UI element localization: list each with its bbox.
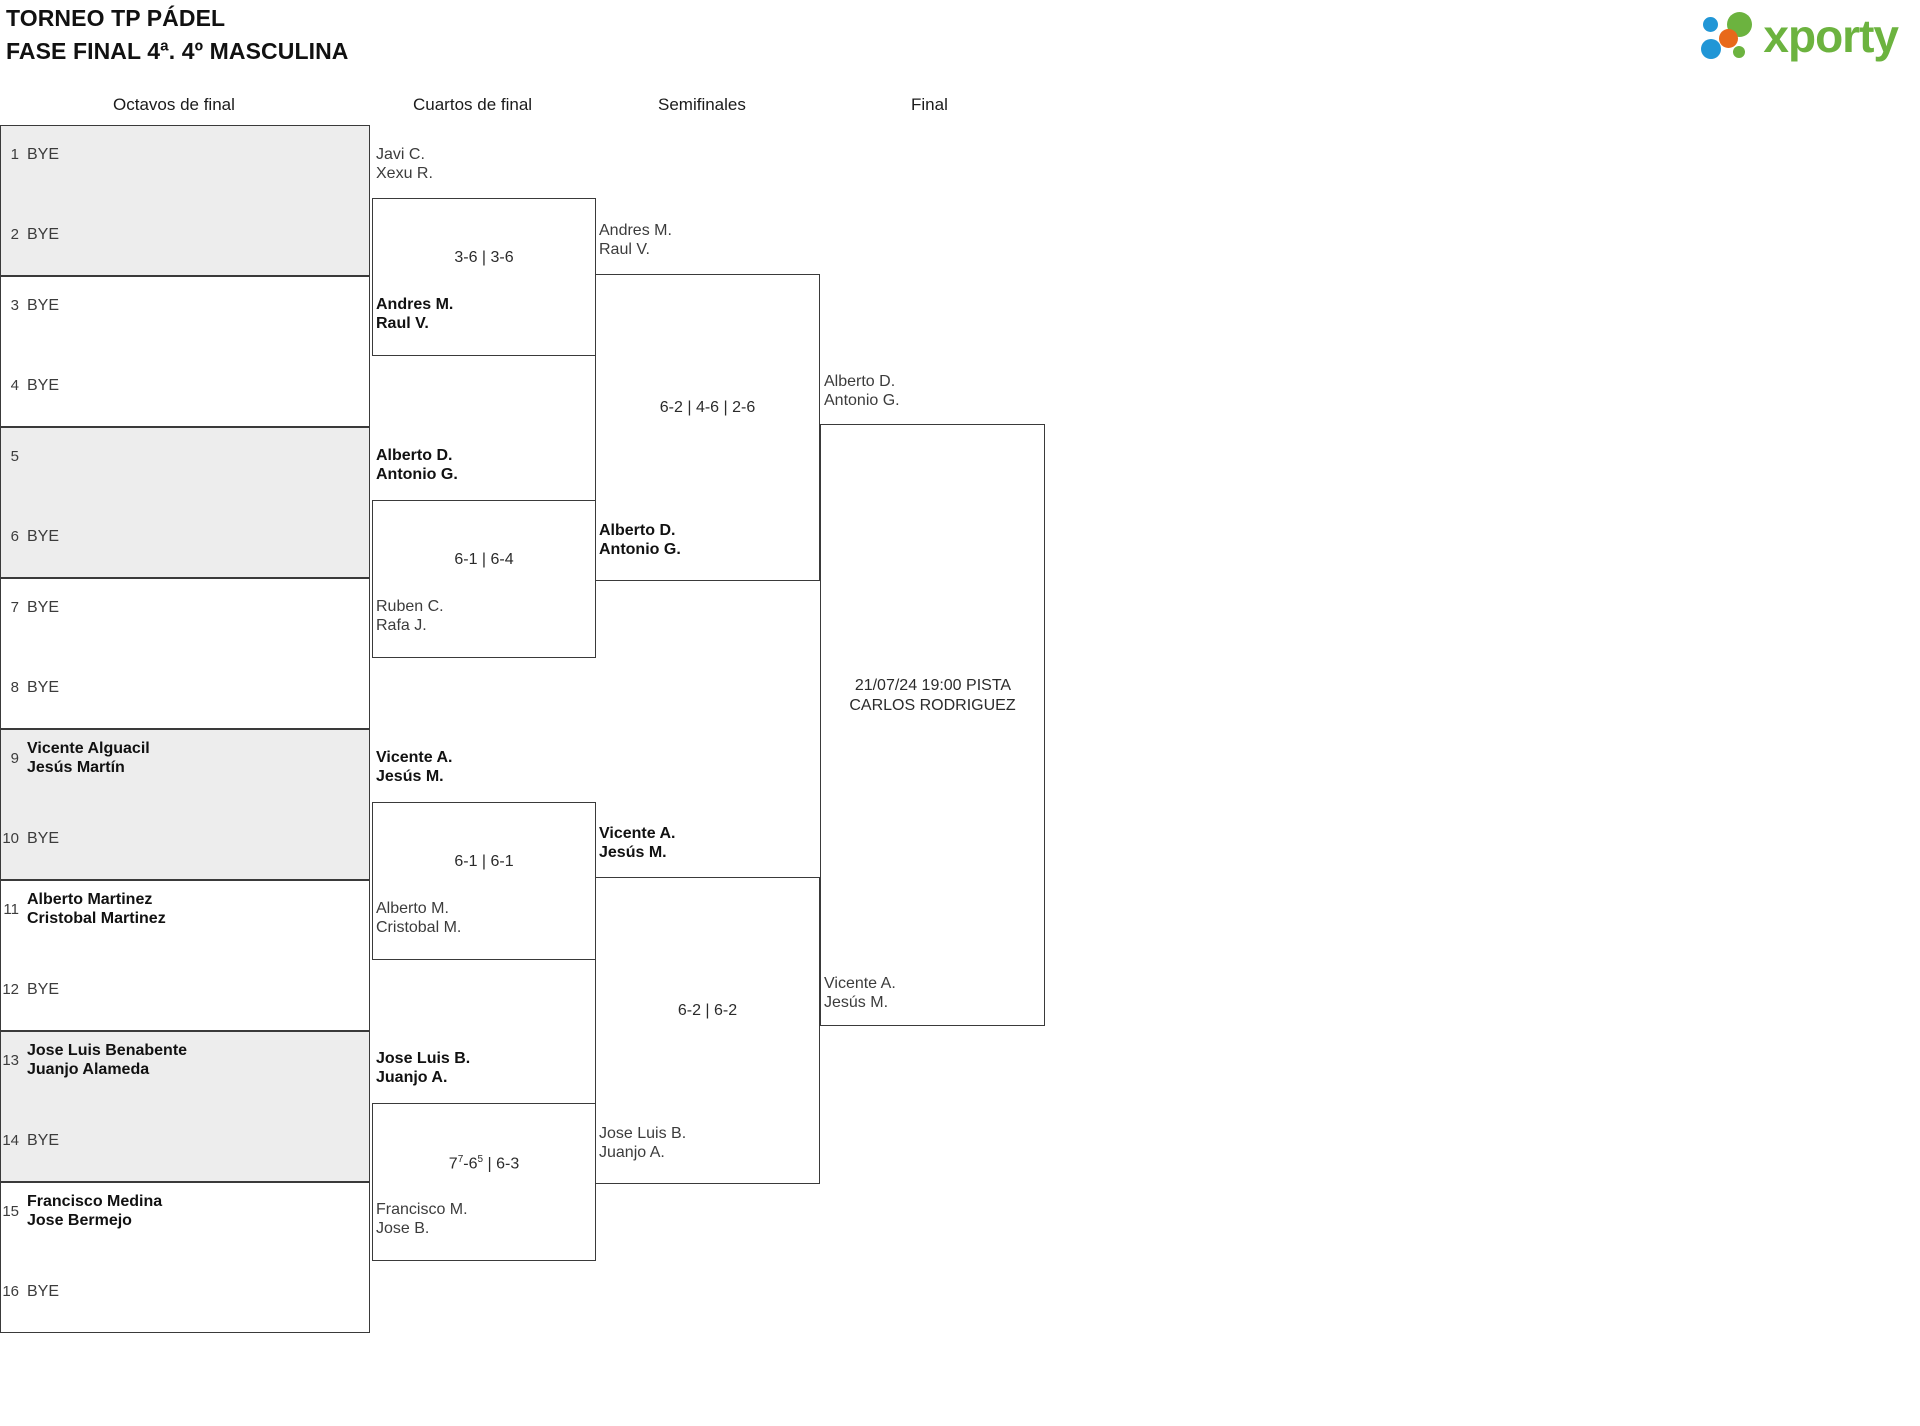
qf-entrant-top[interactable]: Jose Luis B. Juanjo A. (376, 1050, 471, 1086)
qf-entrant-bottom[interactable]: Ruben C. Rafa J. (376, 598, 444, 634)
seed-number: 13 (2, 1051, 19, 1069)
logo-dot-orange-icon (1719, 29, 1739, 48)
seed-number: 6 (10, 527, 19, 545)
final-entrant-top[interactable]: Alberto D. Antonio G. (824, 373, 900, 409)
qf-entrant-bottom[interactable]: Francisco M. Jose B. (376, 1201, 468, 1237)
seed-pair-box[interactable]: 3 BYE 4 BYE (0, 276, 370, 427)
seed-entry[interactable]: 5 (1, 436, 369, 476)
seed-pair-box[interactable]: 13 Jose Luis Benabente Juanjo Alameda 14… (0, 1031, 370, 1182)
final-entrant-bottom[interactable]: Vicente A. Jesús M. (824, 975, 896, 1011)
seed-names: Vicente Alguacil Jesús Martín (27, 740, 150, 776)
sf-entrant-top[interactable]: Andres M. Raul V. (599, 222, 672, 258)
round-header-octavos: Octavos de final (113, 95, 235, 114)
seed-number: 16 (2, 1282, 19, 1300)
qf-score: 3-6 | 3-6 (454, 249, 514, 266)
seed-names: BYE (27, 678, 60, 696)
seed-names: BYE (27, 980, 60, 998)
seed-entry[interactable]: 16 BYE (1, 1271, 369, 1311)
seed-entry[interactable]: 1 BYE (1, 134, 369, 174)
xporty-logo: xporty (1701, 8, 1899, 64)
seed-number: 1 (10, 145, 19, 163)
seed-number: 7 (10, 598, 19, 616)
final-venue: 21/07/24 19:00 PISTA CARLOS RODRIGUEZ (849, 677, 1016, 714)
seed-names: BYE (27, 296, 60, 314)
logo-dot-blue-bottom-icon (1701, 39, 1722, 59)
seed-pair-box[interactable]: 1 BYE 2 BYE (0, 125, 370, 276)
tournament-name: TORNEO TP PÁDEL (6, 5, 226, 31)
round-header-semifinales: Semifinales (658, 95, 746, 114)
sf-match-box[interactable]: 6-2 | 6-2 (595, 877, 820, 1184)
seed-names: BYE (27, 598, 60, 616)
seed-number: 2 (10, 225, 19, 243)
qf-entrant-top[interactable]: Javi C. Xexu R. (376, 146, 433, 182)
seed-pair-box[interactable]: 5 6 BYE (0, 427, 370, 578)
seed-number: 9 (10, 749, 19, 767)
tournament-category: FASE FINAL 4ª. 4º MASCULINA (6, 38, 349, 64)
seed-entry[interactable]: 13 Jose Luis Benabente Juanjo Alameda (1, 1040, 369, 1080)
page-title: TORNEO TP PÁDEL FASE FINAL 4ª. 4º MASCUL… (6, 2, 349, 68)
seed-entry[interactable]: 2 BYE (1, 214, 369, 254)
logo-dots-icon (1701, 10, 1757, 62)
seed-number: 12 (2, 980, 19, 998)
seed-number: 3 (10, 296, 19, 314)
sf-entrant-bottom[interactable]: Jose Luis B. Juanjo A. (599, 1125, 687, 1161)
seed-number: 5 (10, 447, 19, 465)
seed-names: Jose Luis Benabente Juanjo Alameda (27, 1042, 188, 1078)
seed-entry[interactable]: 9 Vicente Alguacil Jesús Martín (1, 738, 369, 778)
seed-pair-box[interactable]: 15 Francisco Medina Jose Bermejo 16 BYE (0, 1182, 370, 1333)
round-header-cuartos: Cuartos de final (413, 95, 533, 114)
final-match-box[interactable]: 21/07/24 19:00 PISTA CARLOS RODRIGUEZ (820, 424, 1045, 1026)
qf-entrant-top[interactable]: Alberto D. Antonio G. (376, 447, 458, 483)
seed-names: BYE (27, 225, 60, 243)
seed-names: BYE (27, 1131, 60, 1149)
logo-wordmark: xporty (1763, 10, 1899, 62)
seed-number: 15 (2, 1202, 19, 1220)
seed-pair-box[interactable]: 11 Alberto Martinez Cristobal Martinez 1… (0, 880, 370, 1031)
seed-entry[interactable]: 14 BYE (1, 1120, 369, 1160)
seed-pair-box[interactable]: 9 Vicente Alguacil Jesús Martín 10 BYE (0, 729, 370, 880)
seed-entry[interactable]: 8 BYE (1, 667, 369, 707)
sf-entrant-bottom[interactable]: Alberto D. Antonio G. (599, 522, 681, 558)
seed-number: 10 (2, 829, 19, 847)
qf-entrant-bottom[interactable]: Alberto M. Cristobal M. (376, 900, 462, 936)
seed-number: 14 (2, 1131, 19, 1149)
qf-score: 77-65 | 6-3 (448, 1154, 520, 1173)
seed-names: BYE (27, 1282, 60, 1300)
seed-names: Alberto Martinez Cristobal Martinez (27, 891, 166, 927)
seed-pair-box[interactable]: 7 BYE 8 BYE (0, 578, 370, 729)
seed-names: BYE (27, 376, 60, 394)
seed-entry[interactable]: 10 BYE (1, 818, 369, 858)
qf-score: 6-1 | 6-1 (454, 853, 514, 870)
seed-number: 11 (3, 900, 19, 918)
seed-number: 8 (10, 678, 19, 696)
logo-dot-green-small-icon (1733, 46, 1746, 58)
seed-entry[interactable]: 6 BYE (1, 516, 369, 556)
round-header-final: Final (911, 95, 948, 114)
seed-entry[interactable]: 3 BYE (1, 285, 369, 325)
sf-match-box[interactable]: 6-2 | 4-6 | 2-6 (595, 274, 820, 581)
seed-entry[interactable]: 15 Francisco Medina Jose Bermejo (1, 1191, 369, 1231)
seed-number: 4 (10, 376, 19, 394)
sf-entrant-top[interactable]: Vicente A. Jesús M. (599, 825, 676, 861)
seed-names: BYE (27, 829, 60, 847)
seed-entry[interactable]: 11 Alberto Martinez Cristobal Martinez (1, 889, 369, 929)
qf-score: 6-1 | 6-4 (454, 551, 514, 568)
qf-entrant-top[interactable]: Vicente A. Jesús M. (376, 749, 453, 785)
seed-names: BYE (27, 145, 60, 163)
seed-entry[interactable]: 12 BYE (1, 969, 369, 1009)
sf-score: 6-2 | 6-2 (677, 1002, 738, 1019)
qf-entrant-bottom[interactable]: Andres M. Raul V. (376, 296, 454, 332)
seed-entry[interactable]: 4 BYE (1, 365, 369, 405)
seed-names: Francisco Medina Jose Bermejo (27, 1193, 163, 1229)
seed-names: BYE (27, 527, 60, 545)
seed-entry[interactable]: 7 BYE (1, 587, 369, 627)
logo-dot-blue-top-icon (1703, 17, 1719, 32)
sf-score: 6-2 | 4-6 | 2-6 (659, 399, 756, 416)
